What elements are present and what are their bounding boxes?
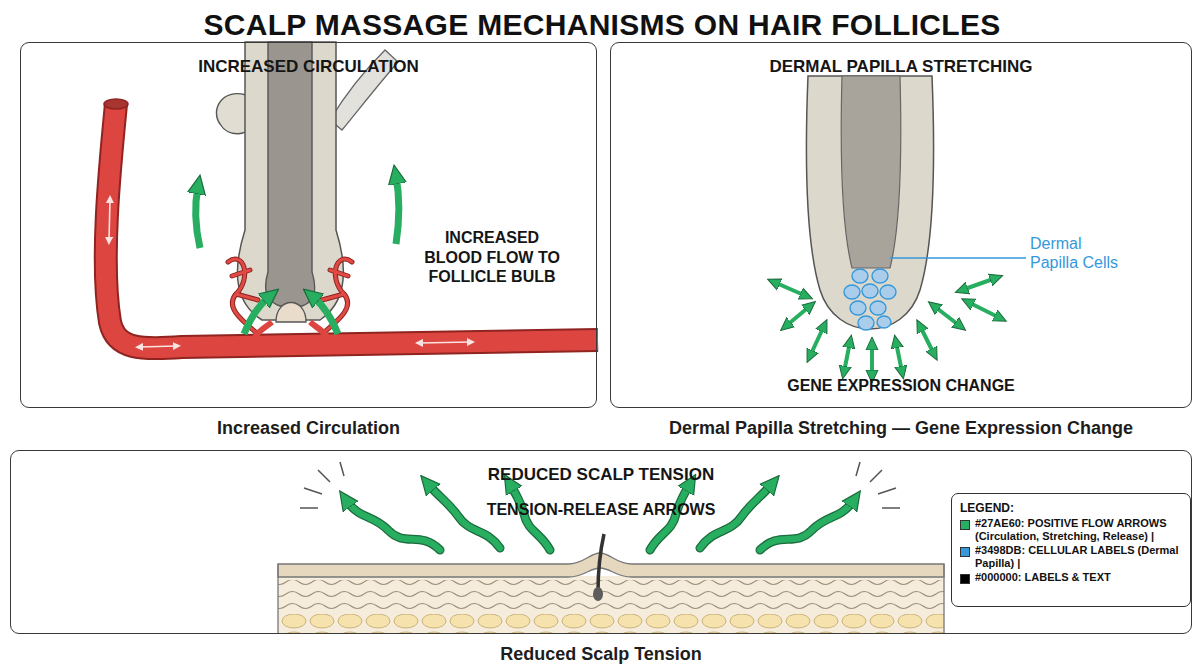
papilla-notch	[276, 303, 306, 323]
diagram-title: SCALP MASSAGE MECHANISMS ON HAIR FOLLICL…	[0, 8, 1204, 42]
legend-box: LEGEND: #27AE60: POSITIVE FLOW ARROWS (Ci…	[951, 493, 1191, 607]
flow-arrow	[420, 342, 470, 343]
flow-arrow	[140, 346, 176, 347]
scalp-illustration	[278, 462, 944, 634]
green-arrow	[196, 186, 200, 248]
tick	[300, 462, 344, 508]
legend-swatch	[960, 547, 970, 557]
release-arrow	[346, 500, 440, 550]
double-arrow	[810, 326, 824, 356]
artery-branch	[252, 322, 330, 344]
follicle-bulb	[806, 76, 933, 329]
artery-outline	[106, 104, 598, 348]
cell	[872, 269, 888, 283]
green-arrow	[312, 296, 338, 334]
release-arrow	[760, 500, 854, 550]
legend-row: #000000: LABELS & TEXT	[960, 571, 1182, 584]
panel-caption: Dermal Papilla Stretching — Gene Express…	[611, 418, 1191, 439]
cell-label: Dermal Papilla Cells	[1030, 234, 1130, 272]
green-arrow	[396, 176, 399, 244]
panel-caption: Increased Circulation	[21, 418, 596, 439]
legend-row: #3498DB: CELLULAR LABELS (Dermal Papilla…	[960, 544, 1182, 570]
hair	[598, 534, 604, 592]
double-arrow	[962, 278, 996, 290]
circulation-illustration	[104, 42, 598, 348]
capillary-fill	[228, 259, 352, 334]
green-arrow	[244, 296, 270, 334]
legend-row: #27AE60: POSITIVE FLOW ARROWS (Circulati…	[960, 517, 1182, 543]
release-arrow	[760, 500, 854, 550]
double-arrow	[844, 342, 850, 372]
cell	[850, 301, 866, 315]
panel-box: REDUCED SCALP TENSIONReduced Scalp Tensi…	[10, 450, 1192, 634]
follicle-sheath	[237, 42, 343, 320]
cell	[844, 285, 860, 299]
cell	[858, 316, 874, 330]
dermis	[278, 576, 944, 634]
legend-swatch	[960, 520, 970, 530]
epidermis	[278, 553, 944, 577]
panel-heading: INCREASED CIRCULATION	[21, 57, 596, 77]
double-arrow	[870, 344, 874, 376]
double-arrow	[934, 306, 960, 326]
legend-text: #27AE60: POSITIVE FLOW ARROWS (Circulati…	[975, 517, 1182, 543]
hair-shaft	[266, 42, 315, 306]
leader-line	[890, 257, 1026, 259]
tick	[856, 462, 900, 508]
capillary-outline	[228, 259, 352, 334]
dermis-waves	[278, 580, 944, 612]
arrow-label: TENSION-RELEASE ARROWS	[10, 500, 1192, 519]
double-arrow	[896, 342, 902, 372]
cell	[870, 301, 886, 315]
cell	[852, 269, 868, 283]
skin-edge	[278, 564, 944, 634]
legend-text: #000000: LABELS & TEXT	[975, 571, 1111, 584]
legend-text: #3498DB: CELLULAR LABELS (Dermal Papilla…	[975, 544, 1182, 570]
cell	[880, 285, 896, 299]
panel-box: DERMAL PAPILLA STRETCHING Dermal Papilla …	[610, 42, 1192, 408]
legend-heading: LEGEND:	[960, 501, 1182, 515]
panel-caption: Reduced Scalp Tension	[11, 644, 1191, 665]
double-arrow	[968, 302, 1000, 318]
double-arrow	[920, 326, 934, 354]
artery	[106, 104, 598, 348]
cell	[877, 316, 891, 328]
papilla-cells	[844, 269, 896, 330]
artery-opening	[104, 99, 128, 109]
release-arrow	[346, 500, 440, 550]
cell	[862, 284, 878, 298]
double-arrow	[774, 282, 806, 296]
capillary	[232, 270, 348, 300]
double-arrow	[786, 306, 810, 326]
panel-heading: REDUCED SCALP TENSION	[11, 465, 1191, 485]
effect-label: GENE EXPRESSION CHANGE	[610, 376, 1192, 395]
flow-label: INCREASED BLOOD FLOW TO FOLLICLE BULB	[414, 228, 570, 287]
panel-box: INCREASED CIRCULATIONIncreased Circulati…	[20, 42, 597, 408]
capillary	[232, 270, 348, 300]
flow-arrow	[109, 200, 110, 240]
hair-bulb	[593, 587, 603, 601]
papilla-illustration	[774, 76, 1026, 376]
stretch-arrows	[774, 278, 1000, 376]
fat-layer	[278, 614, 944, 634]
follicle-channel	[841, 76, 900, 268]
legend-swatch	[960, 574, 970, 584]
panel-heading: DERMAL PAPILLA STRETCHING	[611, 57, 1191, 77]
green-arrows	[196, 176, 399, 334]
